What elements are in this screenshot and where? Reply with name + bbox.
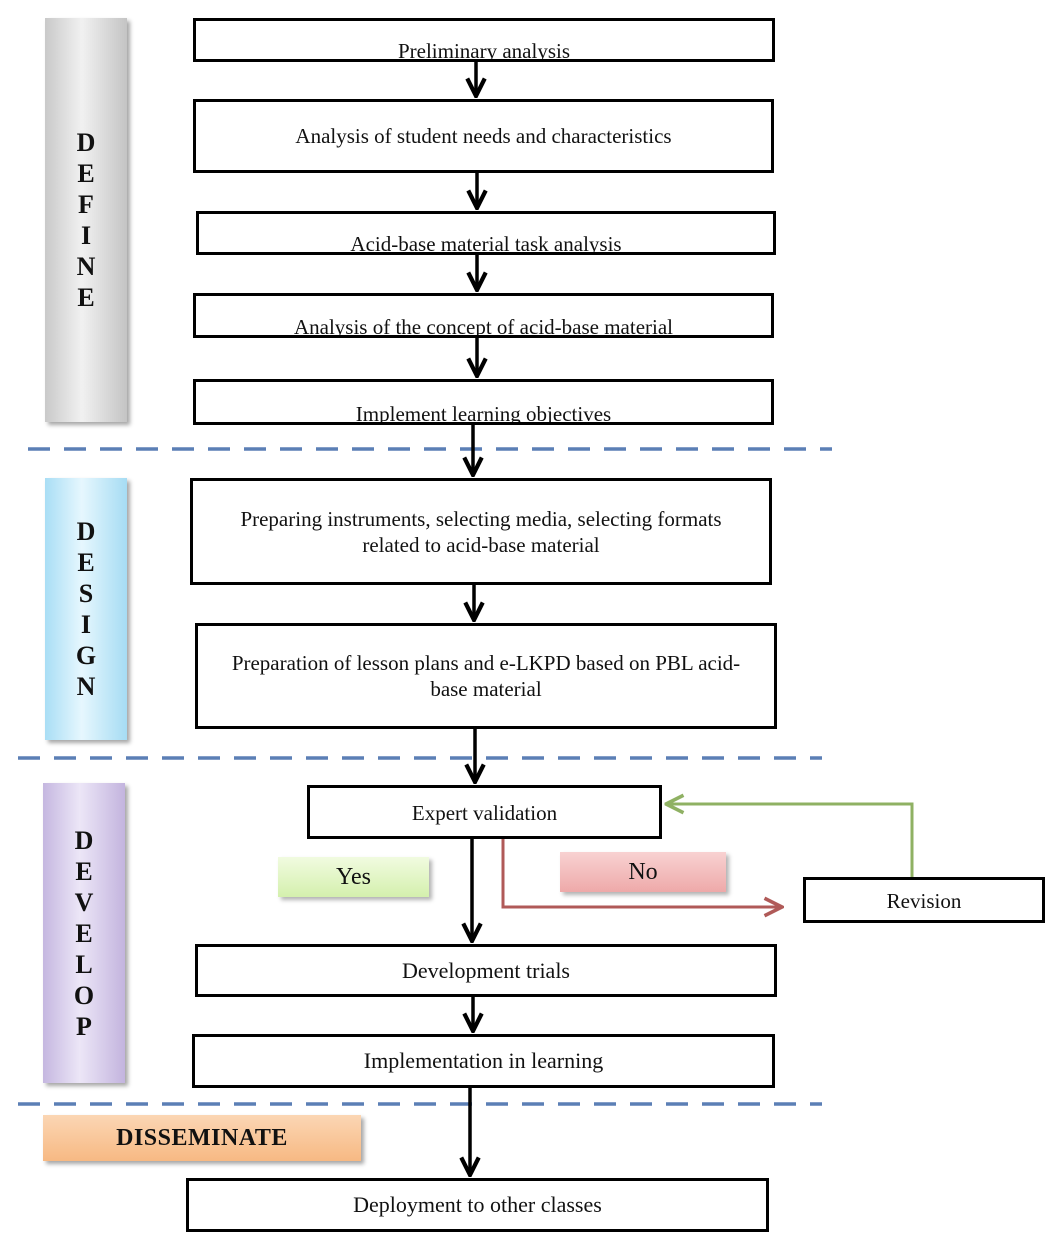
step-lesson-plans: Preparation of lesson plans and e-LKPD b… — [195, 623, 777, 729]
step-deployment: Deployment to other classes — [186, 1178, 769, 1232]
step-preliminary-analysis: Preliminary analysis — [193, 18, 775, 62]
define-phase-bar: D E F I N E — [45, 18, 127, 422]
step-development-trials: Development trials — [195, 944, 777, 997]
decision-yes-label: Yes — [278, 857, 429, 897]
design-phase-label: D E S I G N — [75, 517, 97, 701]
decision-no-label: No — [560, 852, 726, 892]
step-concept-analysis: Analysis of the concept of acid-base mat… — [193, 293, 774, 338]
develop-phase-bar: D E V E L O P — [43, 783, 125, 1083]
disseminate-phase-bar: DISSEMINATE — [43, 1115, 361, 1161]
step-preparing-instruments: Preparing instruments, selecting media, … — [190, 478, 772, 585]
step-expert-validation: Expert validation — [307, 785, 662, 839]
develop-phase-label: D E V E L O P — [73, 825, 95, 1041]
step-task-analysis: Acid-base material task analysis — [196, 211, 776, 255]
define-phase-label: D E F I N E — [76, 128, 96, 312]
step-implementation: Implementation in learning — [192, 1034, 775, 1088]
step-revision: Revision — [803, 877, 1045, 923]
step-learning-objectives: Implement learning objectives — [193, 379, 774, 425]
design-phase-bar: D E S I G N — [45, 478, 127, 740]
step-student-needs: Analysis of student needs and characteri… — [193, 99, 774, 173]
